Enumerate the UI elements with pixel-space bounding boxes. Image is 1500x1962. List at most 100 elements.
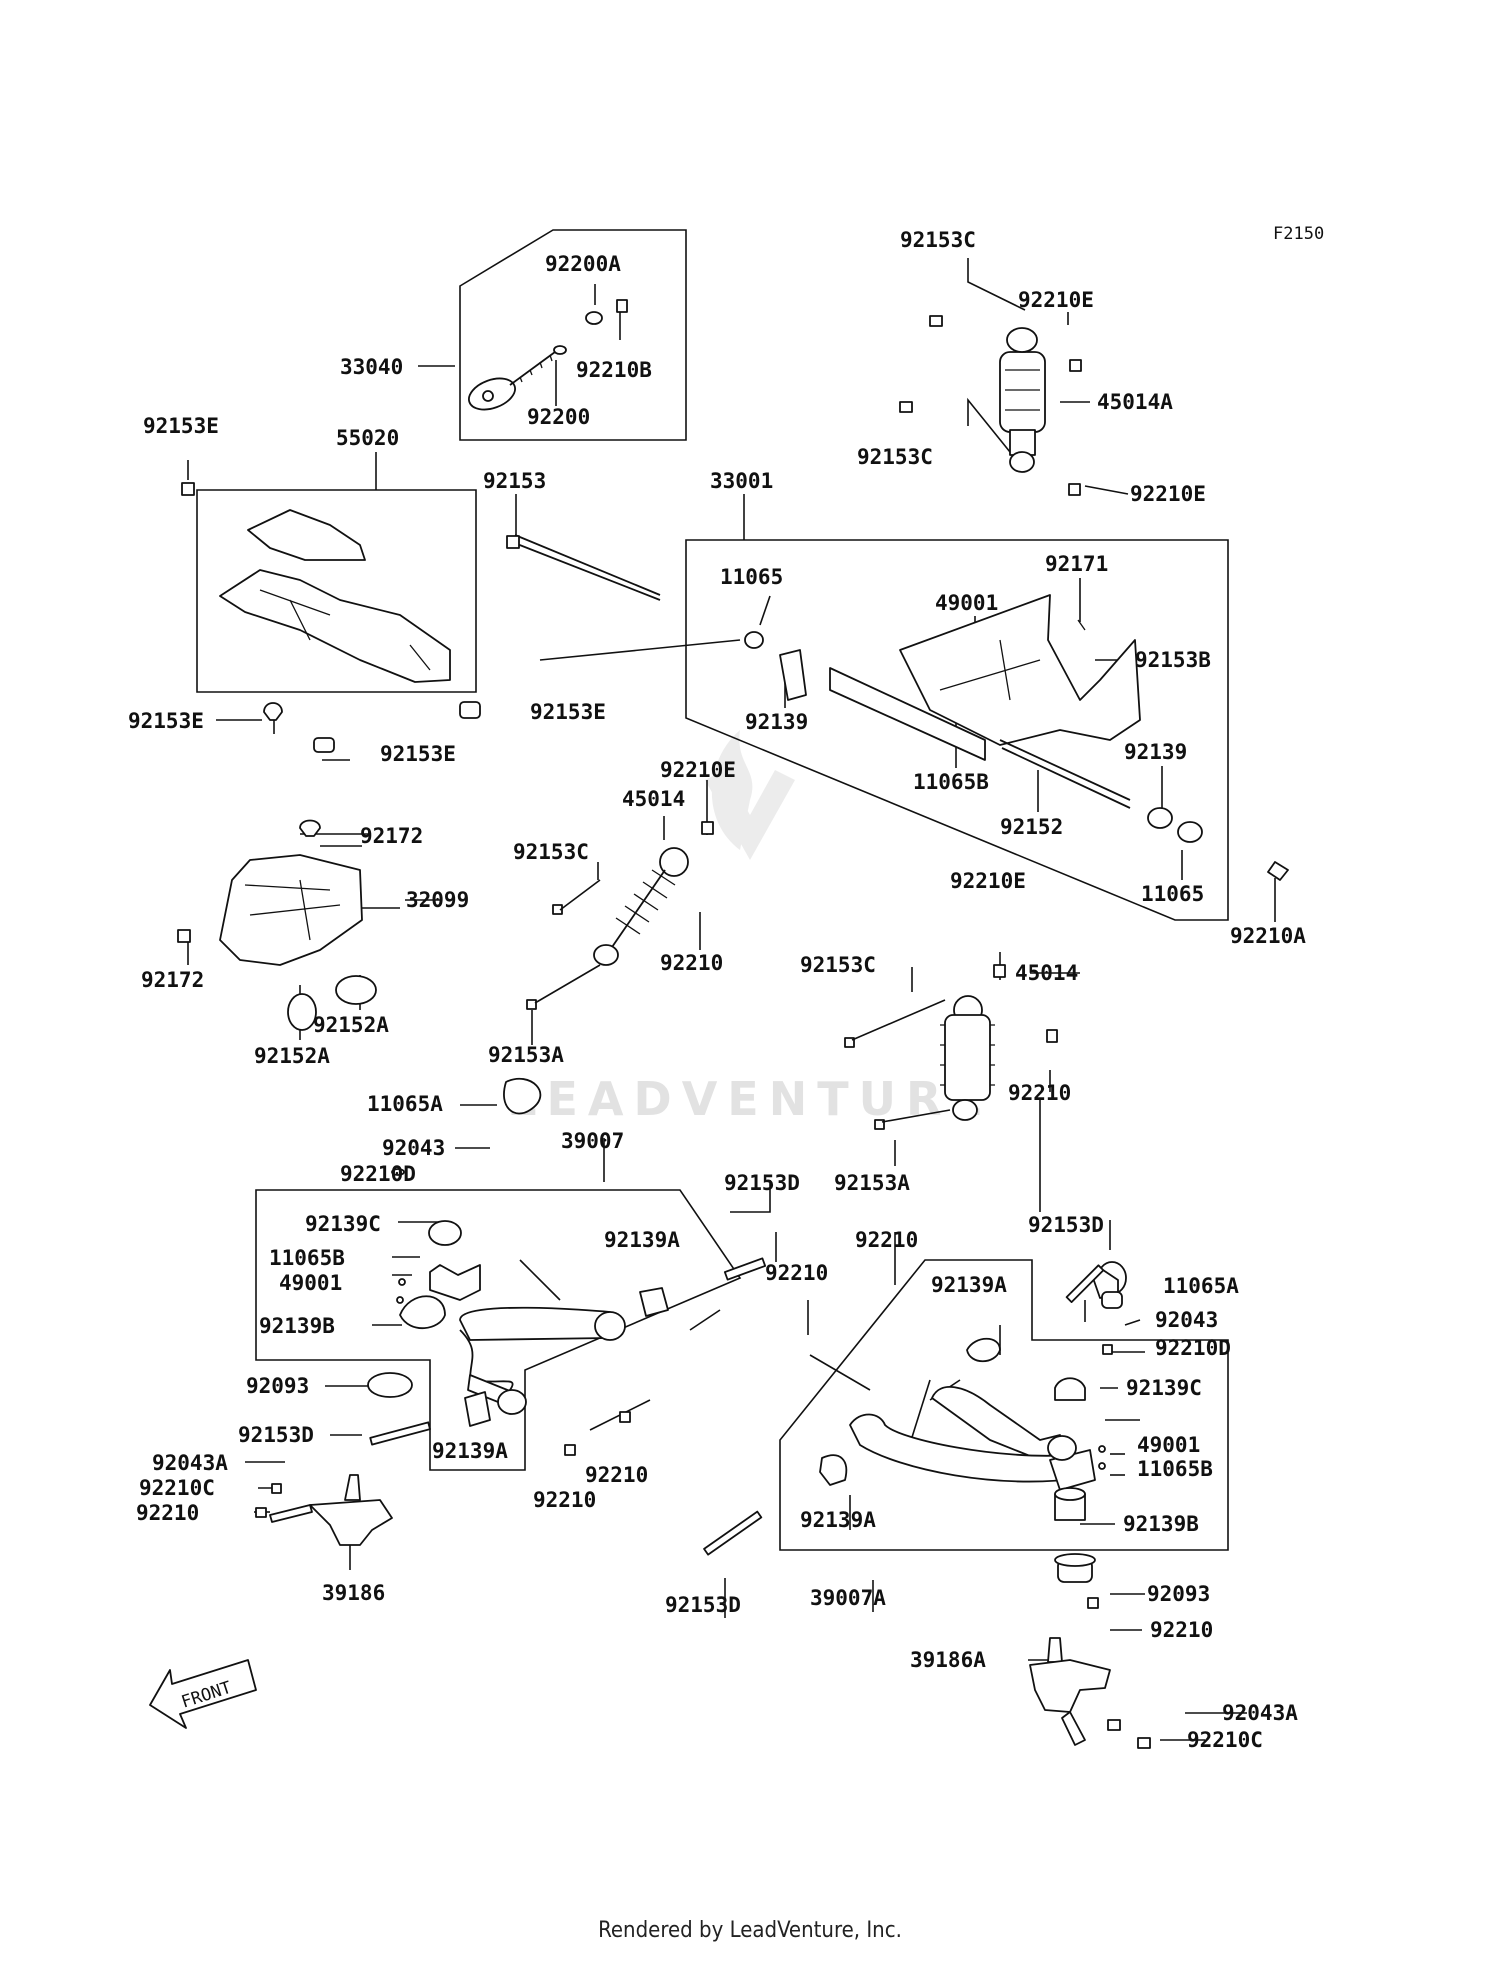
part-label: 92153C [513,840,589,864]
part-label: 11065B [913,770,989,794]
part-label: 45014 [622,787,685,811]
part-label: 11065B [269,1246,345,1270]
part-label: 92043A [152,1451,228,1475]
part-label: 33001 [710,469,773,493]
part-label: 92153E [380,742,456,766]
footer-credit: Rendered by LeadVenture, Inc. [598,1918,902,1943]
part-label: 92139A [931,1273,1007,1297]
part-label: 92153C [900,228,976,252]
part-label: 92139C [305,1212,381,1236]
part-label: 92153E [143,414,219,438]
part-label: 92172 [360,824,423,848]
part-label: 92139B [259,1314,335,1338]
part-label: 92153D [724,1171,800,1195]
part-label: 92210 [660,951,723,975]
part-label: 92139B [1123,1512,1199,1536]
figure-code: F2150 [1273,224,1324,244]
left-a-arm-39007 [367,1077,767,1456]
part-label: 92153D [1028,1213,1104,1237]
part-label: 11065B [1137,1457,1213,1481]
part-label: 92210 [765,1261,828,1285]
swingarm-33001 [506,534,1289,881]
kit-box-39007 [255,1189,742,1471]
part-label: 39007A [810,1586,886,1610]
part-label: 92043 [382,1136,445,1160]
part-label: 92139A [432,1439,508,1463]
part-label: 92210 [533,1488,596,1512]
part-label: 33040 [340,355,403,379]
part-label: 92153C [857,445,933,469]
part-label: 92153A [834,1171,910,1195]
part-label: 92152A [313,1013,389,1037]
part-label: 49001 [935,591,998,615]
part-label: 92210E [1130,482,1206,506]
part-label: 92043 [1155,1308,1218,1332]
group-boxes [196,229,1229,1551]
part-label: 92210 [585,1463,648,1487]
part-label: 92152A [254,1044,330,1068]
watermark-text: LEADVENTURE [507,1072,993,1126]
part-label: 92153 [483,469,546,493]
kit-box-55020 [196,489,477,693]
part-label: 92153B [1135,648,1211,672]
part-labels: 92153C 92210E 45014A 92153C 92210E 92200… [128,228,1306,1752]
part-label: 92153C [800,953,876,977]
drive-chain-adjuster-33040 [468,299,628,411]
part-label: 11065A [1163,1274,1239,1298]
part-label: 92210 [1008,1081,1071,1105]
part-label: 92210B [576,358,652,382]
part-label: 11065A [367,1092,443,1116]
kit-box-33001 [685,539,1229,921]
part-label: 39186A [910,1648,986,1672]
part-label: 92139A [800,1508,876,1532]
part-label: 92210C [1187,1728,1263,1752]
rear-shock-45014A [899,315,1082,496]
part-label: 45014 [1015,961,1078,985]
front-shock-right-45014 [844,964,1058,1130]
part-label: 55020 [336,426,399,450]
part-label: 92210 [1150,1618,1213,1642]
part-label: 92210E [660,758,736,782]
part-label: 92200A [545,252,621,276]
knuckle-39186A [1029,1637,1151,1749]
part-label: 92139A [604,1228,680,1252]
part-label: 92153D [238,1423,314,1447]
part-label: 92200 [527,405,590,429]
part-label: 92210C [139,1476,215,1500]
part-label: 92210D [340,1162,416,1186]
part-label: 45014A [1097,390,1173,414]
part-label: 92139 [1124,740,1187,764]
part-label: 92043A [1222,1701,1298,1725]
part-label: 92210D [1155,1336,1231,1360]
part-label: 11065 [1141,882,1204,906]
watermark: LEADVENTURE [507,730,993,1126]
front-shock-left-45014 [526,821,714,1010]
part-label: 92210 [855,1228,918,1252]
part-label: 49001 [279,1271,342,1295]
leader-lines [187,258,1276,1741]
part-label: 92153E [128,709,204,733]
part-label: 92093 [246,1374,309,1398]
part-label: 92153D [665,1593,741,1617]
guard-55020 [181,482,481,753]
part-label: 32099 [406,888,469,912]
front-arrow: FRONT [149,1659,257,1729]
part-label: 92093 [1147,1582,1210,1606]
part-label: 92139C [1126,1376,1202,1400]
part-label: 92139 [745,710,808,734]
part-label: 92172 [141,968,204,992]
part-drawings: FRONT [149,299,1289,1749]
part-label: 92210E [1018,288,1094,312]
part-label: 39186 [322,1581,385,1605]
part-label: 92210A [1230,924,1306,948]
right-a-arm-39007A [703,1261,1127,1731]
part-label: 92210 [136,1501,199,1525]
part-label: 39007 [561,1129,624,1153]
kit-box-33040 [459,229,687,441]
part-label: 92210E [950,869,1026,893]
part-label: 49001 [1137,1433,1200,1457]
part-label: 11065 [720,565,783,589]
cover-32099 [177,819,377,1031]
knuckle-39186 [255,1474,393,1546]
